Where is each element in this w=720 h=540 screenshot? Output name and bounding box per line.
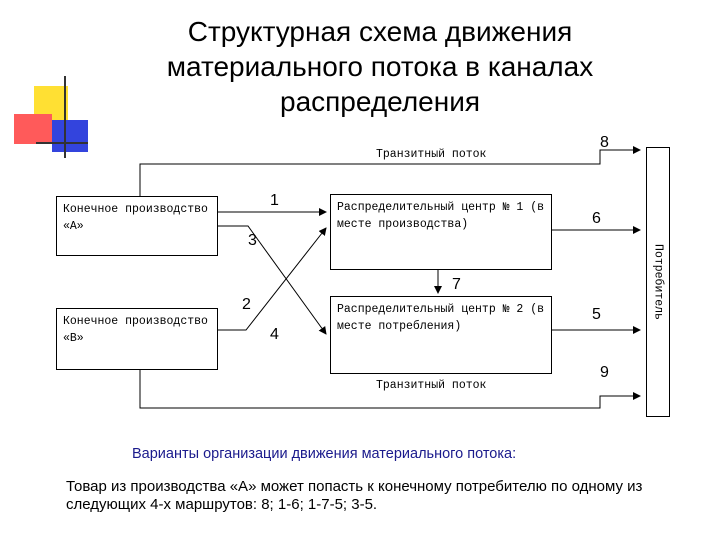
center-2-label: Распределительный центр № 2 (в месте пот… (337, 303, 545, 333)
route-number-5: 5 (592, 306, 601, 323)
route-number-7: 7 (452, 276, 461, 293)
route-number-9: 9 (600, 364, 609, 381)
routes-note: Товар из производства «А» может попасть … (66, 478, 643, 513)
center-2-box: Распределительный центр № 2 (в месте пот… (330, 296, 552, 374)
decor-horizontal-line (36, 142, 88, 144)
page-title: Структурная схема движения материального… (166, 16, 594, 117)
route-2-line (218, 227, 327, 331)
decor-blue-square (52, 120, 88, 152)
transit-bottom-label: Транзитный поток (376, 379, 487, 392)
producer-b-box: Конечное производство «В» (56, 308, 218, 370)
decor-vertical-line (64, 76, 66, 158)
producer-a-box: Конечное производство «А» (56, 196, 218, 256)
route-number-4: 4 (270, 326, 279, 343)
route-number-8: 8 (600, 134, 609, 151)
route-number-6: 6 (592, 210, 601, 227)
producer-a-label: Конечное производство «А» (63, 203, 208, 233)
transit-top-label: Транзитный поток (376, 148, 487, 161)
route-number-2: 2 (242, 296, 251, 313)
center-1-box: Распределительный центр № 1 (в месте про… (330, 194, 552, 270)
route-number-1: 1 (270, 192, 279, 209)
consumer-label: Потребитель (651, 244, 665, 320)
decor-red-square (14, 114, 52, 144)
route-9-line (139, 370, 641, 409)
route-8-line (139, 146, 641, 196)
route-number-3: 3 (248, 232, 257, 249)
route-3-line (218, 225, 327, 335)
variants-caption: Варианты организации движения материальн… (132, 446, 517, 462)
producer-b-label: Конечное производство «В» (63, 315, 208, 345)
consumer-box (646, 147, 670, 417)
center-1-label: Распределительный центр № 1 (в месте про… (337, 201, 545, 231)
